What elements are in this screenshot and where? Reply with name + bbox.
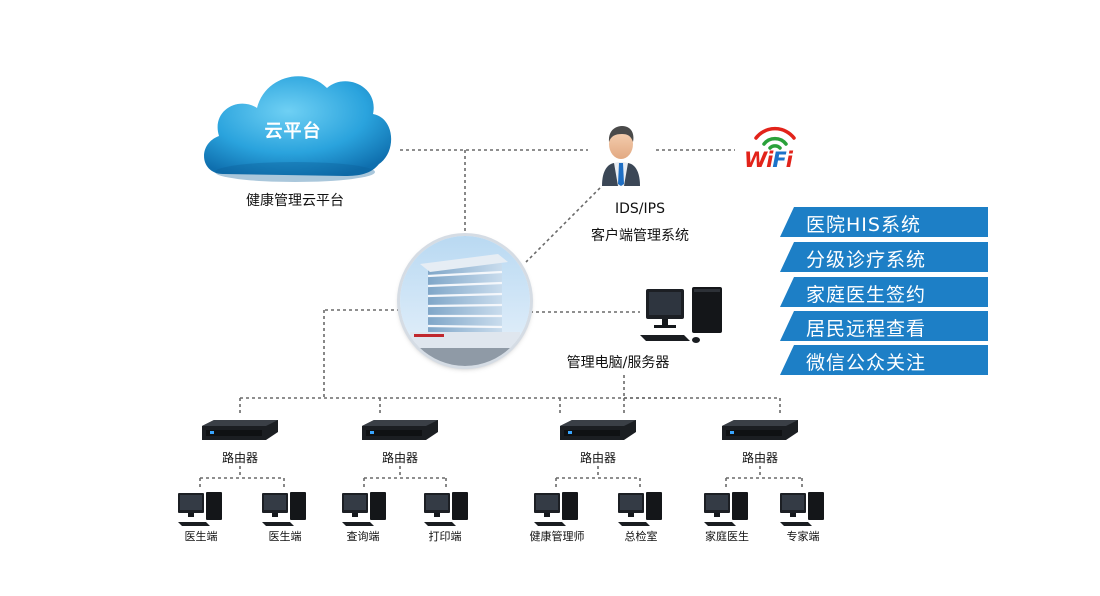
banner-shape [780, 311, 988, 341]
router-icon [362, 420, 438, 440]
terminal-computer-icon [424, 492, 468, 526]
terminal-computer-icon [618, 492, 662, 526]
banner-shape [780, 277, 988, 307]
system-label: 居民远程查看 [806, 318, 927, 340]
system-banner: 微信公众关注 [780, 345, 988, 375]
router-icon [202, 420, 278, 440]
system-label: 分级诊疗系统 [806, 249, 927, 271]
terminal-label: 专家端 [786, 530, 820, 543]
banner-shape [780, 207, 988, 237]
cloud-label: 云平台 [264, 121, 322, 142]
terminal-label: 医生端 [184, 530, 218, 543]
terminal-computer-icon [178, 492, 222, 526]
system-banner: 家庭医生签约 [780, 277, 988, 307]
desktop-computer-icon [640, 287, 722, 343]
router-label: 路由器 [221, 451, 258, 465]
banner-shape [780, 345, 988, 375]
terminal-label: 健康管理师 [529, 530, 585, 543]
client-subtitle: 客户端管理系统 [591, 228, 689, 244]
system-label: 医院HIS系统 [806, 214, 921, 236]
system-banner: 居民远程查看 [780, 311, 988, 341]
terminal-computer-icon [262, 492, 306, 526]
router-label: 路由器 [741, 451, 778, 465]
terminal-computer-icon [534, 492, 578, 526]
system-label: 家庭医生签约 [806, 284, 927, 306]
system-banner: 医院HIS系统 [780, 207, 988, 237]
terminal-computer-icon [342, 492, 386, 526]
terminal-label: 医生端 [268, 530, 302, 543]
cloud-icon [204, 76, 392, 182]
client-title: IDS/IPS [615, 201, 665, 217]
terminal-label: 总检室 [624, 530, 658, 543]
system-label: 微信公众关注 [806, 352, 927, 374]
terminal-label: 查询端 [346, 530, 380, 543]
system-banner: 分级诊疗系统 [780, 242, 988, 272]
terminal-label: 打印端 [428, 530, 462, 543]
server-caption: 管理电脑/服务器 [566, 355, 670, 371]
wifi-icon [754, 126, 796, 150]
cloud-caption: 健康管理云平台 [246, 193, 344, 209]
wifi-logo-text: WiFi [744, 148, 793, 172]
router-label: 路由器 [381, 451, 418, 465]
router-icon [722, 420, 798, 440]
banner-shape [780, 242, 988, 272]
terminal-label: 家庭医生 [705, 530, 749, 543]
hospital-building-icon [400, 236, 530, 366]
user-icon [602, 126, 640, 186]
router-label: 路由器 [579, 451, 616, 465]
terminal-computer-icon [704, 492, 748, 526]
terminal-computer-icon [780, 492, 824, 526]
router-icon [560, 420, 636, 440]
